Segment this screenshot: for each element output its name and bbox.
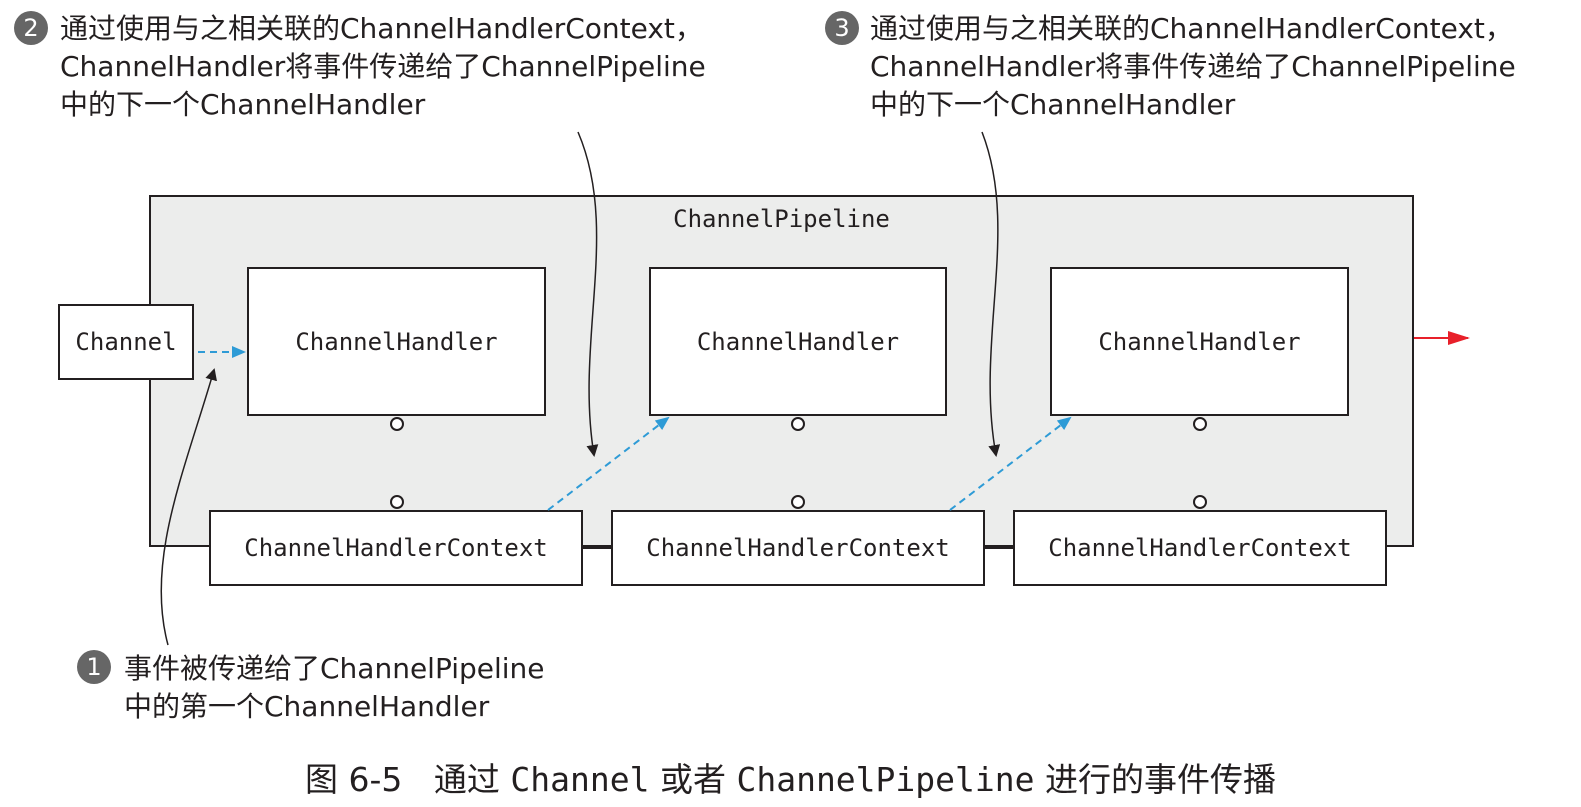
channel-handler-context-3: ChannelHandlerContext: [1013, 510, 1387, 586]
callout-1-number-badge: 1: [77, 650, 111, 684]
channel-handler-2: ChannelHandler: [649, 267, 947, 416]
channel-label: Channel: [75, 328, 177, 356]
callout-2-line-2: ChannelHandler将事件传递给了ChannelPipeline: [60, 50, 706, 83]
callout-3-number-badge: 3: [825, 11, 859, 45]
callout-3-line-2: ChannelHandler将事件传递给了ChannelPipeline: [870, 50, 1516, 83]
callout-2-line-1: 通过使用与之相关联的ChannelHandlerContext，: [60, 12, 703, 45]
caption-text-1: 通过: [433, 760, 500, 799]
channel-handler-1: ChannelHandler: [247, 267, 546, 416]
channel-handler-context-2: ChannelHandlerContext: [611, 510, 985, 586]
channel-handler-2-label: ChannelHandler: [696, 327, 900, 356]
callout-3-text: 通过使用与之相关联的ChannelHandlerContext， Channel…: [870, 10, 1516, 124]
callout-2-text: 通过使用与之相关联的ChannelHandlerContext， Channel…: [60, 10, 706, 124]
channel-handler-1-label: ChannelHandler: [295, 327, 498, 356]
channel-handler-3-label: ChannelHandler: [1098, 327, 1301, 356]
channel-handler-context-3-label: ChannelHandlerContext: [1048, 534, 1352, 562]
channel-handler-context-1-label: ChannelHandlerContext: [244, 534, 548, 562]
callout-3-line-3: 中的下一个ChannelHandler: [870, 88, 1236, 121]
channel-handler-3: ChannelHandler: [1050, 267, 1349, 416]
callout-1-line-1: 事件被传递给了ChannelPipeline: [124, 652, 545, 685]
callout-1-text: 事件被传递给了ChannelPipeline 中的第一个ChannelHandl…: [124, 650, 545, 726]
caption-text-3: 进行的事件传播: [1044, 760, 1276, 799]
channel-box: Channel: [58, 304, 194, 380]
caption-code-channel-pipeline: ChannelPipeline: [736, 760, 1035, 799]
callout-3-line-1: 通过使用与之相关联的ChannelHandlerContext，: [870, 12, 1513, 45]
channel-handler-context-1: ChannelHandlerContext: [209, 510, 583, 586]
figure-number: 图 6-5: [305, 760, 403, 799]
callout-1-line-2: 中的第一个ChannelHandler: [124, 690, 490, 723]
callout-2-line-3: 中的下一个ChannelHandler: [60, 88, 426, 121]
channel-pipeline-label: ChannelPipeline: [673, 205, 890, 233]
channel-handler-context-2-label: ChannelHandlerContext: [646, 534, 950, 562]
caption-text-2: 或者: [659, 760, 726, 799]
caption-code-channel: Channel: [510, 760, 650, 799]
figure-caption: 图 6-5 通过 Channel 或者 ChannelPipeline 进行的事…: [0, 758, 1581, 802]
callout-2-number-badge: 2: [14, 11, 48, 45]
